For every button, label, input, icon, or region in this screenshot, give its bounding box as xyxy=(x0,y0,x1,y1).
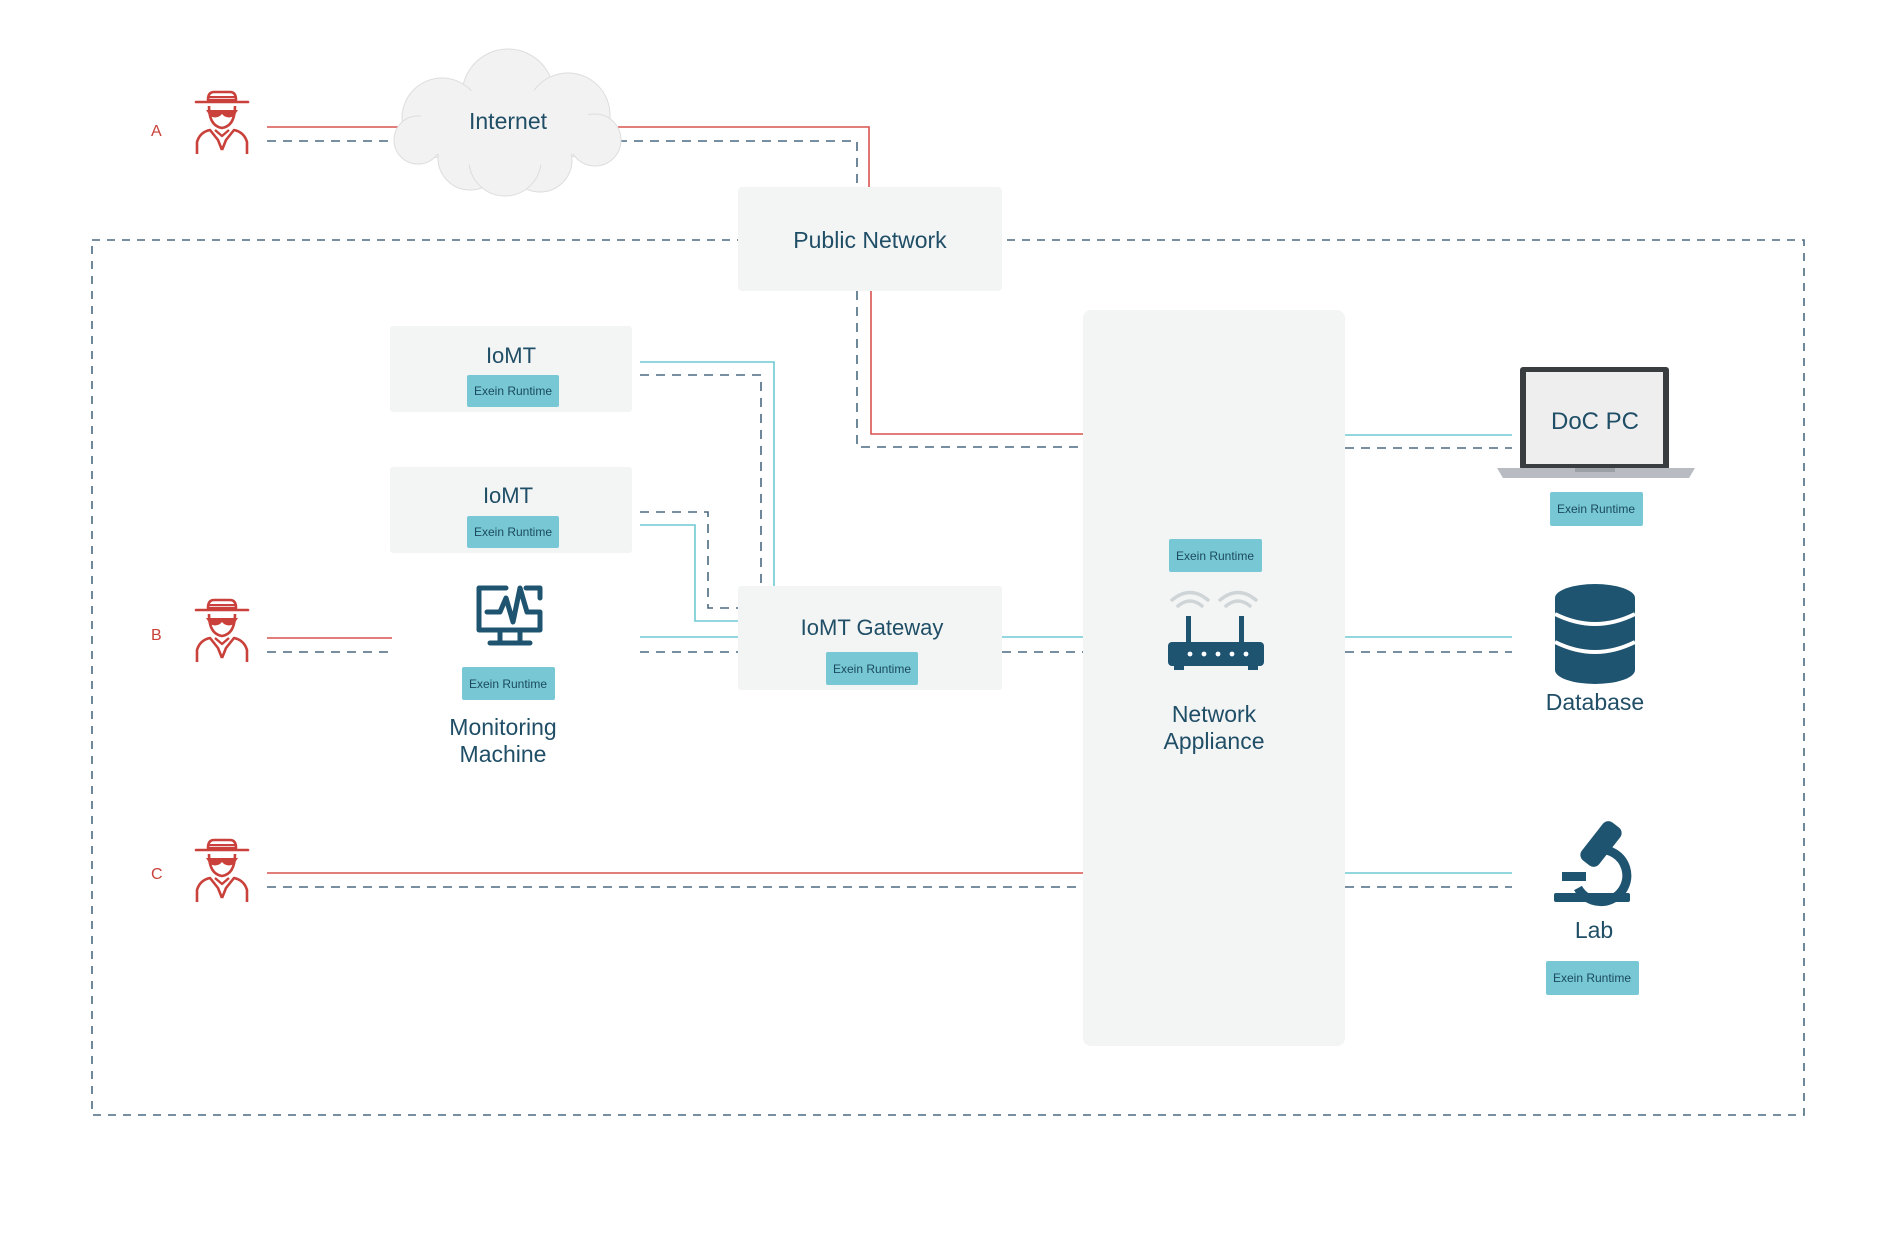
gateway-badge-text: Exein Runtime xyxy=(833,662,911,676)
doc-pc-label: DoC PC xyxy=(1551,408,1639,435)
safe-line-iomt2-to-gateway xyxy=(640,524,738,622)
microscope-icon xyxy=(1554,821,1632,906)
safe-line-iomt1-to-gateway xyxy=(640,361,775,586)
attack-line-public-to-appliance xyxy=(870,291,1083,435)
attack-line-internet-to-public xyxy=(618,126,870,187)
database-label: Database xyxy=(1546,689,1644,715)
appliance-label-line1: Network xyxy=(1172,701,1257,727)
dashed-line-public-to-appliance xyxy=(856,291,1083,448)
lab-label: Lab xyxy=(1575,917,1613,943)
public-network-box xyxy=(738,187,1002,291)
spy-icon xyxy=(194,838,250,904)
cloud-icon xyxy=(393,48,622,197)
iomt-2-label: IoMT xyxy=(483,483,533,508)
gateway-label: IoMT Gateway xyxy=(801,615,944,640)
lab-badge xyxy=(1546,961,1639,995)
gateway-badge xyxy=(826,652,918,685)
attacker-b: B xyxy=(151,598,250,664)
iomt-2-badge-text: Exein Runtime xyxy=(474,525,552,539)
iomt-1-label: IoMT xyxy=(486,343,536,368)
appliance-box xyxy=(1083,310,1345,1046)
router-icon xyxy=(1168,590,1264,670)
monitoring-label-line1: Monitoring xyxy=(449,714,556,740)
internet-label: Internet xyxy=(469,108,548,134)
attacker-b-letter: B xyxy=(151,627,162,644)
attacker-c: C xyxy=(151,838,250,904)
monitoring-badge xyxy=(462,667,555,700)
lab-badge-text: Exein Runtime xyxy=(1553,971,1631,985)
monitoring-label-line2: Machine xyxy=(460,741,547,767)
dashed-line-iomt1-to-gateway xyxy=(640,374,762,586)
appliance-badge-text: Exein Runtime xyxy=(1176,549,1254,563)
iomt-1-box xyxy=(390,326,632,412)
spy-icon xyxy=(194,90,250,156)
appliance-badge xyxy=(1169,539,1262,572)
dashed-line-iomt2-to-gateway xyxy=(640,511,738,609)
laptop-icon xyxy=(1497,367,1695,478)
iomt-1-badge-text: Exein Runtime xyxy=(474,384,552,398)
attacker-a: A xyxy=(151,90,250,156)
doc-pc-badge xyxy=(1550,492,1643,526)
monitoring-badge-text: Exein Runtime xyxy=(469,677,547,691)
iomt-2-box xyxy=(390,467,632,553)
database-icon xyxy=(1554,584,1636,684)
iomt-2-badge xyxy=(467,516,559,548)
spy-icon xyxy=(194,598,250,664)
public-network-label: Public Network xyxy=(793,227,947,253)
attacker-a-letter: A xyxy=(151,123,162,140)
attacker-c-letter: C xyxy=(151,866,163,883)
monitor-heartbeat-icon xyxy=(476,585,543,646)
dashed-line-internet-to-public xyxy=(618,140,858,187)
doc-pc-badge-text: Exein Runtime xyxy=(1557,502,1635,516)
iomt-1-badge xyxy=(467,375,559,407)
appliance-label-line2: Appliance xyxy=(1163,728,1264,754)
gateway-box xyxy=(738,586,1002,690)
